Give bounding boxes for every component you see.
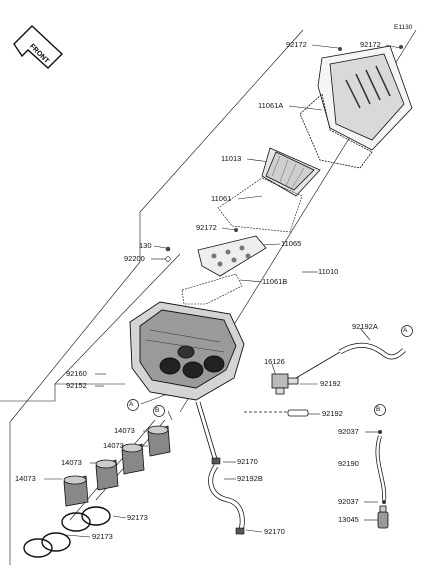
part-label-11061a[interactable]: 11061A — [258, 101, 284, 110]
callout-a-icon — [127, 325, 413, 411]
part-label-92152[interactable]: 92152 — [66, 381, 87, 390]
part-label-11065[interactable]: 11065 — [281, 239, 302, 248]
part-label-92190[interactable]: 92190 — [338, 459, 359, 468]
air-cleaner-housing-icon — [129, 301, 245, 401]
air-funnel-icon — [63, 425, 171, 507]
small-hose-icon — [244, 409, 309, 417]
part-label-92173-b[interactable]: 92173 — [92, 532, 113, 541]
part-label-13045[interactable]: 13045 — [338, 515, 359, 524]
air-filter-element-icon — [261, 147, 321, 197]
part-label-92170-b[interactable]: 92170 — [264, 527, 285, 536]
part-label-11061b[interactable]: 11061B — [262, 277, 288, 286]
part-label-92192-b[interactable]: 92192 — [322, 409, 343, 418]
part-label-92200[interactable]: 92200 — [124, 254, 145, 263]
part-label-92160[interactable]: 92160 — [66, 369, 87, 378]
hose-clamp-icon — [23, 506, 111, 558]
part-label-92172-mid[interactable]: 92172 — [196, 223, 217, 232]
gasket-b-icon — [181, 273, 243, 305]
part-label-92037-b[interactable]: 92037 — [338, 497, 359, 506]
part-label-92192a[interactable]: 92192A — [352, 322, 378, 331]
holder-plate-icon — [197, 235, 267, 277]
sub-assembly-lower — [0, 384, 56, 402]
part-label-92037[interactable]: 92037 — [338, 427, 359, 436]
callout-b-icon — [153, 404, 386, 417]
part-label-130[interactable]: 130 — [139, 241, 152, 250]
callout-a-label-2: A — [403, 327, 408, 334]
drain-plug-icon — [377, 505, 389, 529]
part-label-11013[interactable]: 11013 — [221, 154, 242, 163]
callout-b-label: B — [155, 407, 160, 414]
part-label-92192[interactable]: 92192 — [320, 379, 341, 388]
assembly-outline — [9, 29, 304, 565]
front-arrow-icon: FRONT — [13, 25, 64, 69]
part-label-11010[interactable]: 11010 — [318, 267, 339, 276]
part-label-92172[interactable]: 92172 — [286, 40, 307, 49]
gasket-icon — [217, 177, 303, 233]
cleaner-cover-icon — [299, 45, 413, 169]
screw-icon — [165, 45, 403, 262]
part-label-92173[interactable]: 92173 — [127, 513, 148, 522]
part-label-92170[interactable]: 92170 — [237, 457, 258, 466]
part-label-14073-3[interactable]: 14073 — [61, 458, 82, 467]
callout-a-label: A — [129, 401, 134, 408]
clamp-icon — [211, 457, 245, 535]
part-label-11061[interactable]: 11061 — [211, 194, 232, 203]
diagram-code: E1130 — [394, 24, 413, 31]
part-label-92192b[interactable]: 92192B — [237, 474, 263, 483]
valve-icon — [271, 373, 299, 395]
part-label-14073-1[interactable]: 14073 — [114, 426, 135, 435]
part-label-14073-2[interactable]: 14073 — [103, 441, 124, 450]
callout-b-label-2: B — [376, 406, 381, 413]
part-label-14073-4[interactable]: 14073 — [15, 474, 36, 483]
part-label-92172-right[interactable]: 92172 — [360, 40, 381, 49]
part-label-16126[interactable]: 16126 — [264, 357, 285, 366]
